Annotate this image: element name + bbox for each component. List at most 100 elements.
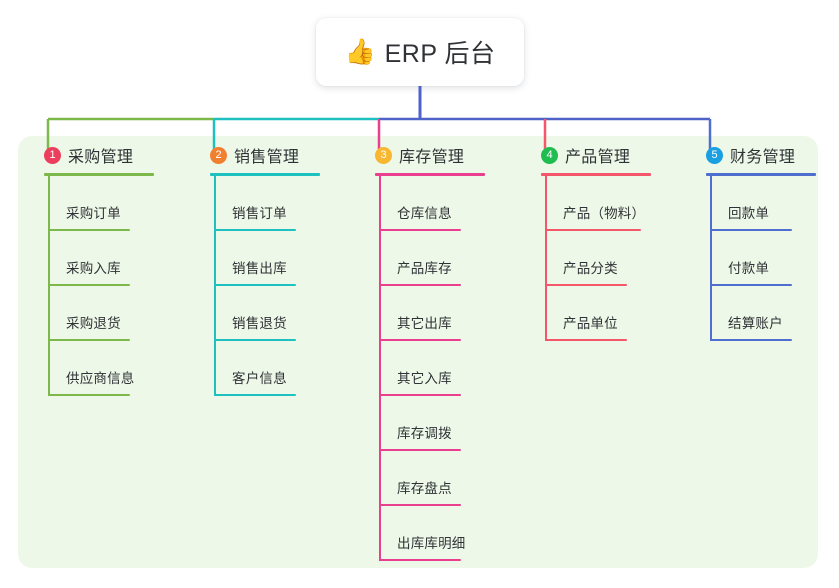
branch-item[interactable]: 采购入库	[30, 231, 190, 286]
branch-item-label: 供应商信息	[66, 371, 135, 386]
branch-item-label: 产品分类	[563, 261, 618, 276]
branch-item[interactable]: 出库库明细	[361, 506, 521, 561]
branch-number-badge: 2	[210, 146, 227, 164]
branch-item-label: 销售订单	[232, 206, 287, 221]
branch-item[interactable]: 销售订单	[196, 176, 356, 231]
branch-item[interactable]: 产品库存	[361, 231, 521, 286]
branch-title: 采购管理	[68, 149, 134, 166]
branch-item-rule	[48, 284, 130, 286]
branch-item-list: 采购订单采购入库采购退货供应商信息	[30, 176, 190, 396]
branch-item-list: 回款单付款单结算账户	[692, 176, 839, 341]
branch-item-label: 出库库明细	[397, 536, 466, 551]
branch-item[interactable]: 销售出库	[196, 231, 356, 286]
branch-item-label: 采购入库	[66, 261, 121, 276]
branch-item-label: 库存调拨	[397, 426, 452, 441]
branch-item-rule	[545, 229, 641, 231]
branch-item-label: 产品（物料）	[563, 206, 646, 221]
branch-item-rule	[545, 284, 627, 286]
branch-item-rule	[545, 339, 627, 341]
branch-item-rule	[710, 284, 792, 286]
branch-item[interactable]: 付款单	[692, 231, 839, 286]
thumbs-up-icon: 👍	[344, 37, 376, 66]
branch-column-5: 5 财务管理回款单付款单结算账户	[692, 142, 839, 341]
branch-item-rule	[710, 229, 792, 231]
branch-item-list: 销售订单销售出库销售退货客户信息	[196, 176, 356, 396]
branch-header-2[interactable]: 2 销售管理	[196, 142, 356, 168]
branch-title: 财务管理	[730, 149, 796, 166]
branch-item-label: 回款单	[728, 206, 770, 221]
branch-spine	[214, 176, 216, 396]
branch-item[interactable]: 客户信息	[196, 341, 356, 396]
branch-item[interactable]: 供应商信息	[30, 341, 190, 396]
branch-item[interactable]: 回款单	[692, 176, 839, 231]
branch-item-rule	[379, 449, 461, 451]
branch-number-badge: 5	[706, 146, 723, 164]
branch-item-rule	[379, 339, 461, 341]
branch-spine	[48, 176, 50, 396]
branch-header-rule	[375, 173, 485, 176]
branch-item-rule	[379, 504, 461, 506]
branch-header-1[interactable]: 1 采购管理	[30, 142, 190, 168]
branch-item-label: 采购退货	[66, 316, 121, 331]
branches-panel	[18, 136, 818, 568]
branch-item-rule	[48, 394, 130, 396]
branch-item-label: 其它入库	[397, 371, 452, 386]
branch-item-rule	[48, 339, 130, 341]
branch-item[interactable]: 产品分类	[527, 231, 687, 286]
root-title: ERP 后台	[384, 40, 496, 68]
branch-item-rule	[379, 229, 461, 231]
branch-item-rule	[214, 284, 296, 286]
branch-item-rule	[710, 339, 792, 341]
branch-header-5[interactable]: 5 财务管理	[692, 142, 839, 168]
branch-item-rule	[379, 559, 461, 561]
branch-number-badge: 4	[541, 146, 558, 164]
branch-item[interactable]: 库存盘点	[361, 451, 521, 506]
branch-spine	[379, 176, 381, 561]
branch-item-rule	[48, 229, 130, 231]
branch-item-rule	[214, 394, 296, 396]
branch-column-1: 1 采购管理采购订单采购入库采购退货供应商信息	[30, 142, 190, 396]
branch-item-label: 付款单	[728, 261, 770, 276]
branch-item[interactable]: 其它出库	[361, 286, 521, 341]
branch-item[interactable]: 仓库信息	[361, 176, 521, 231]
branch-item-label: 库存盘点	[397, 481, 452, 496]
branch-spine	[545, 176, 547, 341]
branch-item[interactable]: 结算账户	[692, 286, 839, 341]
branch-item-rule	[214, 339, 296, 341]
branch-header-4[interactable]: 4 产品管理	[527, 142, 687, 168]
branch-item-rule	[379, 284, 461, 286]
branch-title: 销售管理	[234, 149, 300, 166]
branch-item-label: 结算账户	[728, 316, 783, 331]
branch-title: 库存管理	[399, 149, 465, 166]
branch-number-badge: 3	[375, 146, 392, 164]
branch-item-list: 仓库信息产品库存其它出库其它入库库存调拨库存盘点出库库明细	[361, 176, 521, 561]
branch-item-label: 销售出库	[232, 261, 287, 276]
branch-item[interactable]: 采购订单	[30, 176, 190, 231]
branch-item[interactable]: 库存调拨	[361, 396, 521, 451]
branch-item[interactable]: 其它入库	[361, 341, 521, 396]
branch-item[interactable]: 产品（物料）	[527, 176, 687, 231]
branch-item-label: 采购订单	[66, 206, 121, 221]
branch-item[interactable]: 产品单位	[527, 286, 687, 341]
branch-column-2: 2 销售管理销售订单销售出库销售退货客户信息	[196, 142, 356, 396]
branch-item-list: 产品（物料） 产品分类产品单位	[527, 176, 687, 341]
branch-item[interactable]: 销售退货	[196, 286, 356, 341]
branch-item-label: 客户信息	[232, 371, 287, 386]
branch-spine	[710, 176, 712, 341]
branch-header-rule	[44, 173, 154, 176]
branch-header-rule	[541, 173, 651, 176]
branch-item[interactable]: 采购退货	[30, 286, 190, 341]
branch-item-label: 其它出库	[397, 316, 452, 331]
branch-title: 产品管理	[565, 149, 631, 166]
branch-column-3: 3 库存管理仓库信息产品库存其它出库其它入库库存调拨库存盘点出库库明细	[361, 142, 521, 561]
branch-item-label: 销售退货	[232, 316, 287, 331]
branch-item-label: 仓库信息	[397, 206, 452, 221]
root-node[interactable]: 👍 ERP 后台	[316, 18, 524, 86]
branch-header-rule	[210, 173, 320, 176]
branch-number-badge: 1	[44, 146, 61, 164]
branch-item-rule	[214, 229, 296, 231]
branch-item-rule	[379, 394, 461, 396]
branch-item-label: 产品单位	[563, 316, 618, 331]
branch-header-3[interactable]: 3 库存管理	[361, 142, 521, 168]
